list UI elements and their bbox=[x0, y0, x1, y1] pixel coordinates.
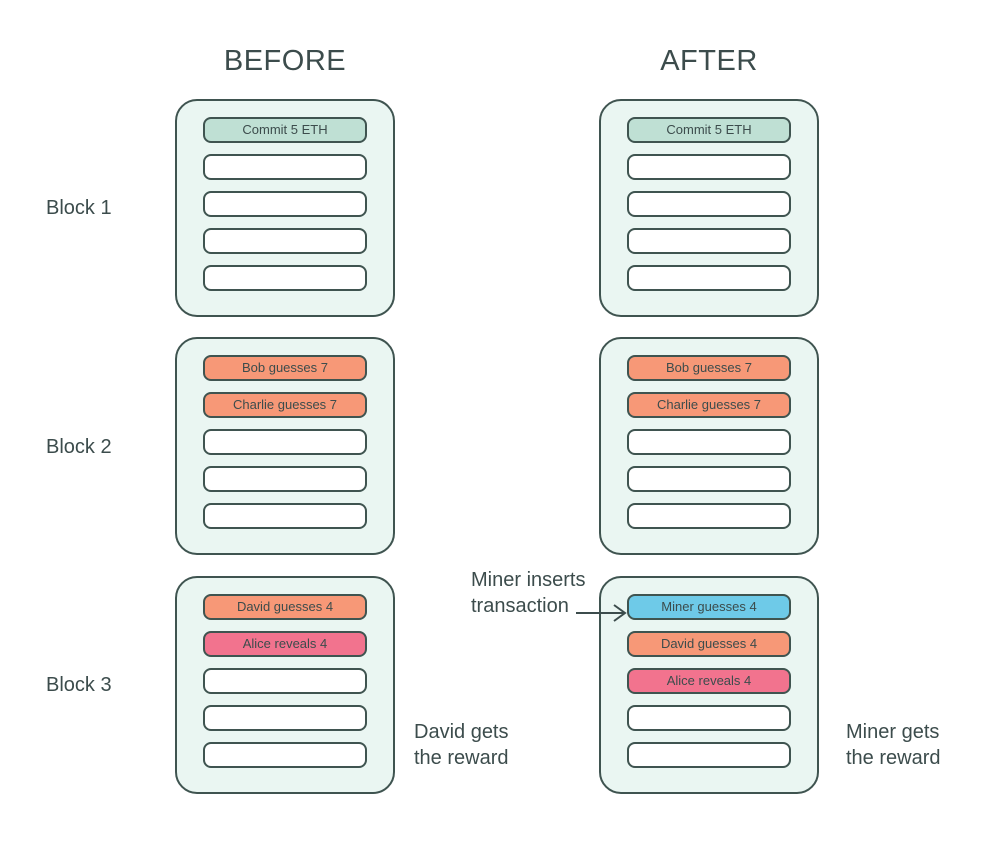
row-label-block-1: Block 1 bbox=[46, 197, 112, 219]
transaction-slot[interactable] bbox=[627, 429, 791, 455]
transaction-slot[interactable] bbox=[203, 742, 367, 768]
transaction-slot[interactable] bbox=[627, 705, 791, 731]
transaction-slot[interactable]: Commit 5 ETH bbox=[627, 117, 791, 143]
transaction-slot[interactable] bbox=[203, 503, 367, 529]
annotation-miner-inserts: Miner inserts transaction bbox=[471, 569, 586, 617]
transaction-slot[interactable] bbox=[627, 228, 791, 254]
transaction-slot[interactable]: Bob guesses 7 bbox=[627, 355, 791, 381]
transaction-slot[interactable] bbox=[627, 466, 791, 492]
transaction-slot[interactable]: Charlie guesses 7 bbox=[203, 392, 367, 418]
transaction-slot[interactable] bbox=[627, 265, 791, 291]
transaction-slot[interactable]: David guesses 4 bbox=[203, 594, 367, 620]
row-label-block-2: Block 2 bbox=[46, 436, 112, 458]
block-after-1: Commit 5 ETH bbox=[599, 99, 819, 317]
transaction-slot[interactable]: Bob guesses 7 bbox=[203, 355, 367, 381]
block-before-3: David guesses 4 Alice reveals 4 bbox=[175, 576, 395, 794]
row-label-block-3: Block 3 bbox=[46, 674, 112, 696]
transaction-slot[interactable] bbox=[627, 154, 791, 180]
transaction-slot[interactable] bbox=[203, 191, 367, 217]
transaction-slot[interactable] bbox=[203, 705, 367, 731]
block-after-2: Bob guesses 7 Charlie guesses 7 bbox=[599, 337, 819, 555]
transaction-slot[interactable] bbox=[203, 668, 367, 694]
transaction-slot[interactable] bbox=[203, 228, 367, 254]
transaction-slot[interactable]: Commit 5 ETH bbox=[203, 117, 367, 143]
annotation-before-reward: David gets the reward bbox=[414, 721, 509, 769]
column-header-after: AFTER bbox=[660, 45, 758, 77]
transaction-slot[interactable] bbox=[203, 466, 367, 492]
block-before-2: Bob guesses 7 Charlie guesses 7 bbox=[175, 337, 395, 555]
transaction-slot[interactable] bbox=[203, 429, 367, 455]
transaction-slot[interactable]: David guesses 4 bbox=[627, 631, 791, 657]
block-before-1: Commit 5 ETH bbox=[175, 99, 395, 317]
transaction-slot[interactable] bbox=[203, 265, 367, 291]
transaction-slot[interactable]: Alice reveals 4 bbox=[627, 668, 791, 694]
annotation-after-reward: Miner gets the reward bbox=[846, 721, 941, 769]
transaction-slot[interactable] bbox=[627, 742, 791, 768]
transaction-slot[interactable] bbox=[203, 154, 367, 180]
transaction-slot[interactable]: Alice reveals 4 bbox=[203, 631, 367, 657]
transaction-slot[interactable] bbox=[627, 503, 791, 529]
transaction-slot[interactable]: Charlie guesses 7 bbox=[627, 392, 791, 418]
block-after-3: Miner guesses 4 David guesses 4 Alice re… bbox=[599, 576, 819, 794]
arrow-icon bbox=[576, 604, 627, 622]
column-header-before: BEFORE bbox=[223, 45, 347, 77]
transaction-slot-miner[interactable]: Miner guesses 4 bbox=[627, 594, 791, 620]
transaction-slot[interactable] bbox=[627, 191, 791, 217]
